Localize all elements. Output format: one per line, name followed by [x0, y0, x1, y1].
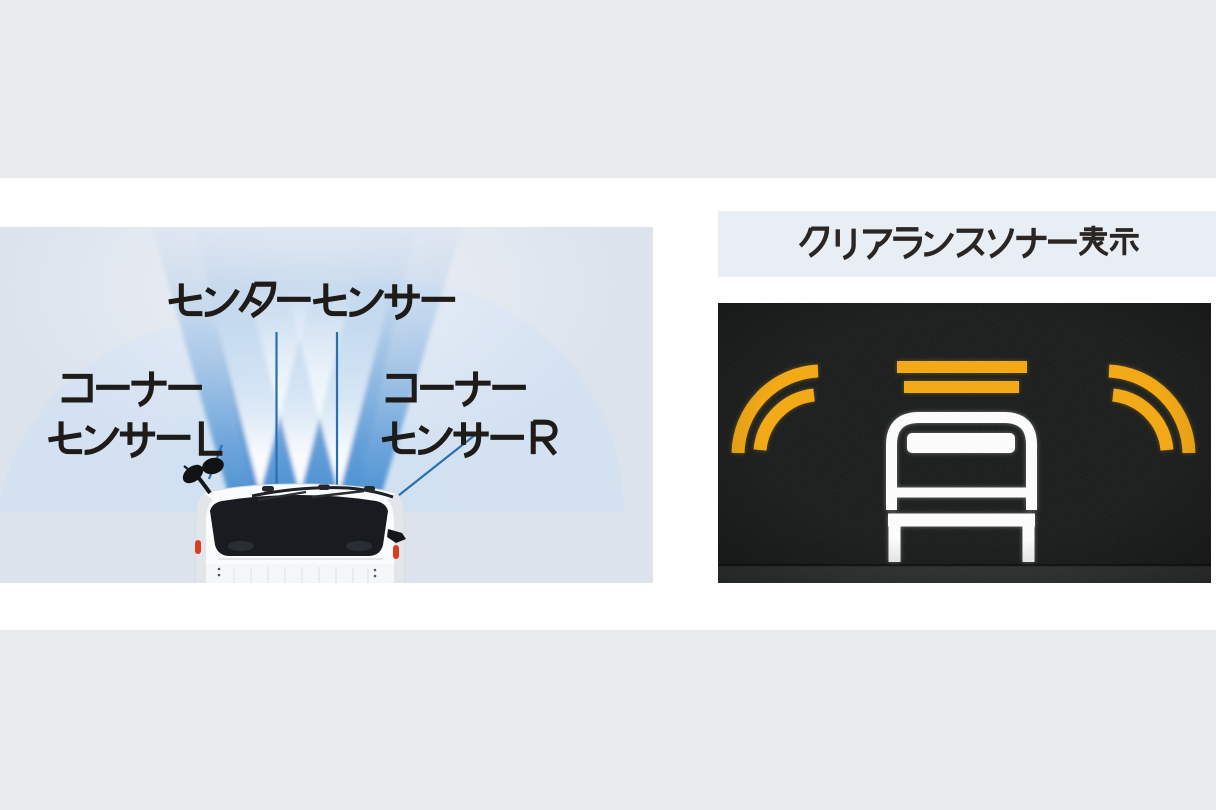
header-title [798, 225, 1140, 261]
side-marker-right [393, 545, 399, 559]
right-mirror [387, 529, 406, 543]
car-top-view [182, 457, 406, 583]
left-mirror [182, 457, 224, 495]
label-corner-sensor-r-line2 [381, 419, 558, 459]
roof-mounts [262, 484, 375, 492]
clearance-sonar-display [718, 303, 1211, 583]
sensor-diagram-panel [0, 227, 653, 583]
windshield [210, 495, 388, 556]
wipers [257, 489, 365, 502]
label-corner-sensor-r-line1 [385, 371, 526, 408]
label-corner-sensor-l-line2 [48, 421, 223, 459]
roof-rack-bar [251, 486, 394, 499]
side-marker-left [195, 540, 201, 554]
label-corner-sensor-l-line1 [61, 371, 202, 408]
label-center-sensor [168, 281, 456, 321]
sonar-display-header [718, 211, 1216, 277]
